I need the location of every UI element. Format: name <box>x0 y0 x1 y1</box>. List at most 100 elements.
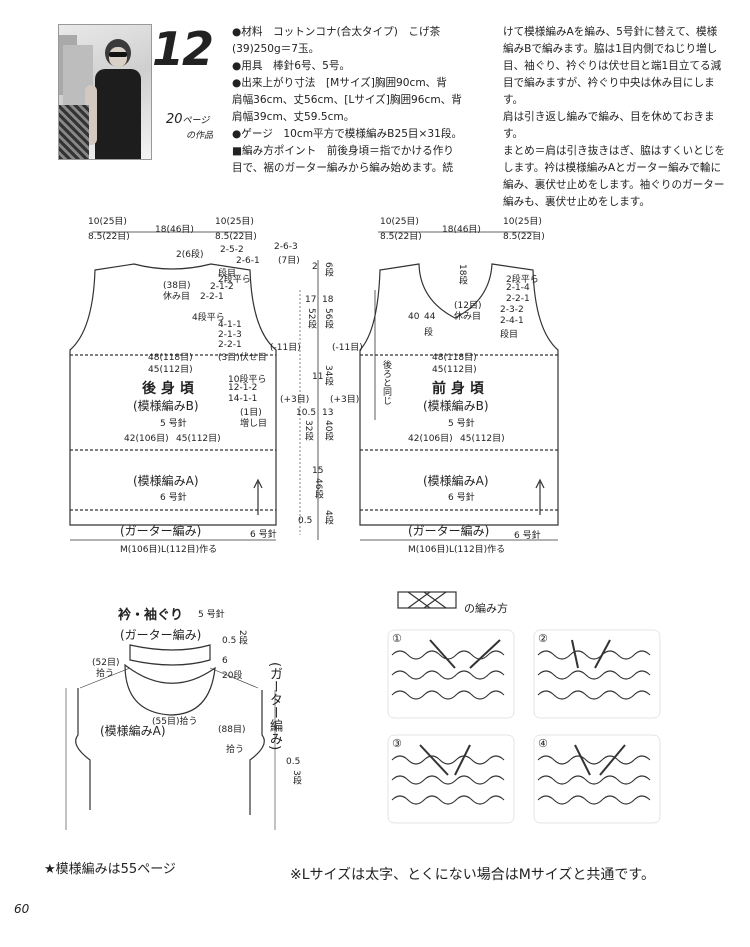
collar-g4: 20段 <box>222 671 243 681</box>
back-pattern-b: (模様編みB) <box>133 399 199 413</box>
mid-d7: 15 <box>312 466 324 476</box>
back-top-left-1: 10(25目) <box>88 217 127 227</box>
mid-d8b: 4段 <box>323 510 333 525</box>
back-minus11: (-11目) <box>270 343 301 353</box>
front-top-right-1: 10(25目) <box>503 217 542 227</box>
page-number: 60 <box>14 902 30 916</box>
instructions-text: けて模様編みAを編み、5号針に替えて、模様 編みBで編みます。脇は1目内側でねじ… <box>503 26 725 208</box>
front-top-mid: 18(46目) <box>442 225 481 235</box>
footer-note-right: ※Lサイズは太字、とくにない場合はMサイズと共通です。 <box>290 867 655 883</box>
mid-d5b: 32段 <box>303 420 313 441</box>
front-bottom: M(106目)L(112目)作る <box>408 545 506 555</box>
front-n6: 2-4-1 <box>500 316 524 326</box>
back-rest-a: (38目) <box>163 281 191 291</box>
back-plus3: (+3目) <box>280 395 310 405</box>
collar-g2: 2段 <box>237 630 247 645</box>
back-garter-needle: 6 号針 <box>250 530 277 540</box>
back-rest-b: 休み目 <box>163 292 191 302</box>
collar-pick55: (55目)拾う <box>152 717 198 727</box>
mid-d1b: 6段 <box>323 262 333 277</box>
back-arm-b: 4-1-1 <box>218 320 242 330</box>
back-dec-b: 2-1-2 <box>210 282 234 292</box>
back-inc-e: 増し目 <box>240 419 268 429</box>
front-needle-5: 5 号針 <box>448 419 475 429</box>
model-photo <box>58 24 152 160</box>
mid-d6b: 40段 <box>323 420 333 441</box>
front-needle-6: 6 号針 <box>448 493 475 503</box>
front-top-right-2: 8.5(22目) <box>503 232 545 242</box>
mid-d3: 18 <box>322 295 334 305</box>
front-pattern-b: (模様編みB) <box>423 399 489 413</box>
front-rest-a: (12目) <box>454 301 482 311</box>
back-neck-e: (7目) <box>278 256 300 266</box>
front-pattern-a: (模様編みA) <box>423 474 489 488</box>
back-inc-c: 14-1-1 <box>228 394 258 404</box>
back-garter: (ガーター編み) <box>120 524 202 538</box>
back-bottom: M(106目)L(112目)作る <box>120 545 218 555</box>
step-4-num: ④ <box>538 737 548 750</box>
mid-d4: 11 <box>312 372 324 382</box>
back-neck-a: 2(6段) <box>176 250 204 260</box>
mid-d4b: 34段 <box>323 365 333 386</box>
back-top-left-2: 8.5(22目) <box>88 232 130 242</box>
step-illustration-2 <box>533 629 661 719</box>
back-neck-c: 2-6-1 <box>236 256 260 266</box>
back-title: 後 身 頃 <box>142 381 194 397</box>
method-label: の編み方 <box>464 602 508 615</box>
footer-note-left: ★模様編みは55ページ <box>44 862 176 877</box>
collar-garter: (ガーター編み) <box>120 628 202 642</box>
back-neck-b: 2-5-2 <box>220 245 244 255</box>
front-n2: 2段平ら <box>506 275 539 285</box>
front-n7: 段目 <box>500 330 519 340</box>
back-dec-c: 2-2-1 <box>200 292 224 302</box>
page-reference: 20ページ の作品 <box>166 112 214 141</box>
back-inc-a: 10段平ら <box>228 375 267 385</box>
back-arm-e: (3目)伏せ目 <box>218 353 267 363</box>
front-w45b: 45(112目) <box>460 434 505 444</box>
materials-text: ●材料 コットンコナ(合太タイプ) こげ茶 (39)250g＝7玉。 ●用具 棒… <box>232 26 463 174</box>
collar-pick52b: 拾う <box>96 669 115 679</box>
front-garter: (ガーター編み) <box>408 524 490 538</box>
step-1-num: ① <box>392 632 402 645</box>
back-arm-a: 4段平ら <box>192 313 225 323</box>
front-n3: 2-1-4 <box>506 283 530 293</box>
front-w42: 42(106目) <box>408 434 453 444</box>
step-illustration-4 <box>533 734 661 824</box>
mid-d6: 13 <box>322 408 334 418</box>
back-arm-d: 2-2-1 <box>218 340 242 350</box>
back-needle-6: 6 号針 <box>160 493 187 503</box>
mid-d3b: 56段 <box>323 308 333 329</box>
front-w45: 45(112目) <box>432 365 477 375</box>
front-title: 前 身 頃 <box>432 381 484 397</box>
back-w45b: 45(112目) <box>176 434 221 444</box>
back-w48: 48(118目) <box>148 353 193 363</box>
collar-pattern-a: (模様編みA) <box>100 724 166 738</box>
back-inc-d: (1目) <box>240 408 262 418</box>
back-arm-c: 2-1-3 <box>218 330 242 340</box>
back-dec-a: 2段平ら <box>218 275 251 285</box>
collar-s1: 0.5 <box>286 757 301 767</box>
collar-s2: 3段 <box>291 770 301 785</box>
collar-g1: 0.5 <box>222 636 237 646</box>
front-n4: 2-2-1 <box>506 294 530 304</box>
mid-d2: 17 <box>305 295 317 305</box>
front-minus11: (-11目) <box>332 343 363 353</box>
front-w48: 48(118目) <box>432 353 477 363</box>
front-h44: 44 <box>424 312 436 322</box>
collar-needle: 5 号針 <box>198 610 225 620</box>
collar-pick88: (88目) <box>218 725 246 735</box>
step-illustration-3 <box>387 734 515 824</box>
mid-d1: 2 <box>312 262 318 272</box>
mid-d7b: 46段 <box>313 478 323 499</box>
back-neck-f: 段目 <box>218 269 237 279</box>
front-h44b: 段 <box>424 328 434 338</box>
mid-d8: 0.5 <box>298 516 313 526</box>
back-inc-b: 12-1-2 <box>228 383 258 393</box>
collar-garter-vertical: (ガーター編み) <box>267 662 282 751</box>
back-neck-d: 2-6-3 <box>274 242 298 252</box>
pattern-number: 12 <box>152 22 214 76</box>
front-h40: 40 <box>408 312 420 322</box>
back-top-mid: 18(46目) <box>155 225 194 235</box>
step-illustration-1 <box>387 629 515 719</box>
